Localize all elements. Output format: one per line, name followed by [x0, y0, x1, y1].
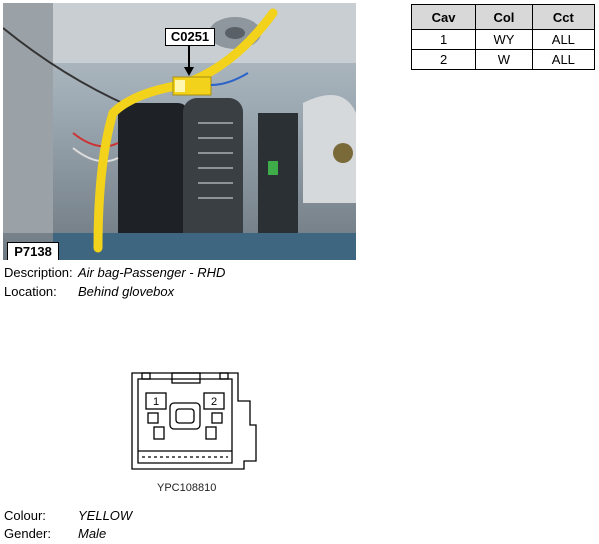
location-row: Location: Behind glovebox	[4, 283, 174, 301]
colour-row: Colour: YELLOW	[4, 507, 132, 525]
cell-cav: 1	[410, 29, 477, 50]
location-label: Location:	[4, 284, 57, 299]
photo-scene	[3, 3, 356, 260]
cell-cav: 2	[410, 49, 477, 70]
connector-callout-label: C0251	[165, 28, 215, 46]
gender-value: Male	[78, 526, 107, 541]
description-value: Air bag-Passenger - RHD	[78, 265, 226, 280]
drawing-caption: YPC108810	[157, 482, 217, 494]
cell-cct: ALL	[531, 29, 596, 50]
cell-col: W	[475, 49, 533, 70]
header-cav: Cav	[410, 4, 477, 30]
table-row: 2 W ALL	[410, 49, 596, 70]
connector-location-photo: C0251 P7138	[3, 3, 356, 260]
table-row: 1 WY ALL	[410, 29, 596, 50]
cell-cct: ALL	[531, 49, 596, 70]
header-cct: Cct	[531, 4, 596, 30]
cell-col: WY	[475, 29, 533, 50]
colour-label: Colour:	[4, 508, 46, 523]
gender-label: Gender:	[4, 526, 51, 541]
pin-table: Cav Col Cct 1 WY ALL 2 W ALL	[410, 4, 596, 70]
connector-face-drawing: 1 2	[131, 372, 257, 470]
table-header-row: Cav Col Cct	[410, 4, 596, 30]
gender-row: Gender: Male	[4, 525, 106, 543]
description-row: Description: Air bag-Passenger - RHD	[4, 264, 225, 282]
location-value: Behind glovebox	[78, 284, 175, 299]
photo-id-label: P7138	[7, 242, 59, 260]
header-col: Col	[475, 4, 533, 30]
pin-2-number: 2	[211, 396, 217, 408]
pin-1-number: 1	[153, 396, 159, 408]
colour-value: YELLOW	[78, 508, 133, 523]
description-label: Description:	[4, 265, 73, 280]
